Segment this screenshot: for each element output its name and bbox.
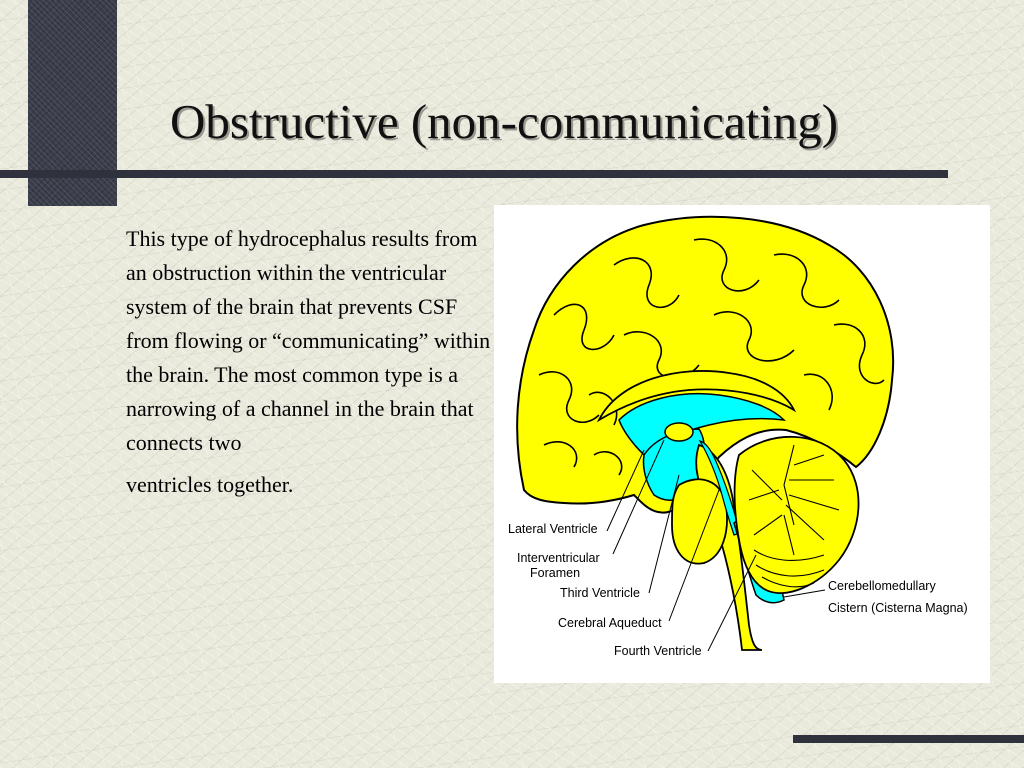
title-rule (0, 170, 948, 178)
label-third-ventricle: Third Ventricle (560, 586, 640, 600)
label-interventricular-1: Interventricular (517, 551, 600, 565)
cerebellum-folia (748, 444, 840, 588)
slide-title: Obstructive (non-communicating) (170, 94, 839, 149)
label-lateral-ventricle: Lateral Ventricle (508, 522, 598, 536)
cerebrum (516, 215, 895, 514)
gyri-lines (538, 238, 885, 476)
body-paragraph-end: ventricles together. (126, 472, 294, 497)
pons (671, 478, 728, 565)
body-text: This type of hydrocephalus results from … (126, 222, 498, 502)
bottom-rule (793, 735, 1024, 743)
label-cisterna-2: Cistern (Cisterna Magna) (828, 601, 968, 615)
label-cerebral-aqueduct: Cerebral Aqueduct (558, 616, 662, 630)
brain-diagram-svg: Lateral Ventricle Interventricular Foram… (508, 215, 968, 658)
leader-lines (606, 439, 826, 652)
label-fourth-ventricle: Fourth Ventricle (614, 644, 702, 658)
corpus-callosum (596, 370, 797, 423)
label-interventricular-2: Foramen (530, 566, 580, 580)
body-paragraph: This type of hydrocephalus results from … (126, 226, 491, 455)
thalamus (664, 422, 694, 442)
brain-diagram: Lateral Ventricle Interventricular Foram… (494, 205, 990, 683)
label-cisterna-1: Cerebellomedullary (828, 579, 936, 593)
